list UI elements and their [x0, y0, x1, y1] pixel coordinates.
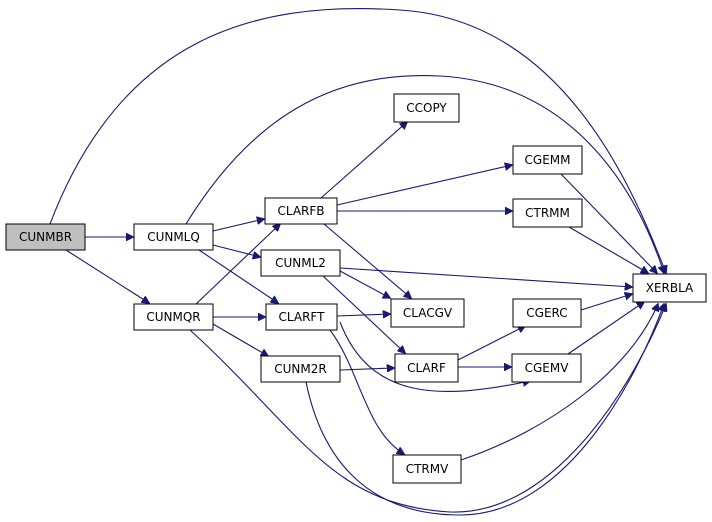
node-cunmbr[interactable]: CUNMBR: [5, 223, 86, 251]
edge-cunmqr-to-xerbla: [189, 304, 666, 513]
node-label: CGEMM: [525, 153, 571, 167]
edge-cgemm-to-xerbla: [560, 173, 657, 273]
edge-cunml2-to-clacgv: [339, 270, 390, 298]
node-label: CUNM2R: [274, 362, 326, 376]
node-clarf[interactable]: CLARF: [394, 353, 459, 383]
node-box: [265, 303, 338, 331]
edge-cunm2r-to-clarf: [339, 368, 394, 370]
node-label: CCOPY: [406, 101, 447, 115]
node-label: CLARF: [407, 361, 446, 375]
node-label: CUNMBR: [19, 230, 72, 244]
node-box: [133, 223, 214, 251]
node-label: CUNMLQ: [147, 230, 200, 244]
node-cgemv[interactable]: CGEMV: [511, 353, 582, 383]
edge-cunmlq-to-xerbla: [185, 74, 664, 273]
edge-cunmlq-to-clarfb: [212, 219, 264, 232]
node-box: [5, 223, 86, 251]
node-clacgv[interactable]: CLACGV: [390, 298, 465, 328]
edge-cunmlq-to-cunml2: [212, 244, 260, 257]
node-label: CUNMQR: [146, 310, 200, 324]
node-cunmlq[interactable]: CUNMLQ: [133, 223, 214, 251]
node-clarft[interactable]: CLARFT: [265, 303, 338, 331]
edge-clarfb-to-clacgv: [323, 223, 411, 298]
node-label: CLARFB: [277, 204, 324, 218]
edge-clarfb-to-cgemm: [336, 165, 512, 206]
node-label: XERBLA: [646, 281, 694, 295]
node-xerbla[interactable]: XERBLA: [632, 273, 707, 303]
node-cunml2[interactable]: CUNML2: [260, 249, 341, 277]
node-box: [260, 249, 341, 277]
node-box: [393, 93, 460, 123]
edge-cunm2r-to-xerbla: [305, 304, 664, 516]
node-box: [260, 355, 341, 383]
edge-cunmbr-to-xerbla: [49, 8, 666, 273]
edge-cunmqr-to-clarfb: [195, 224, 280, 305]
node-ctrmm[interactable]: CTRMM: [512, 198, 583, 228]
node-label: CGERC: [526, 306, 567, 320]
node-label: CLARFT: [279, 310, 326, 324]
edge-cunml2-to-xerbla: [339, 267, 632, 287]
node-box: [392, 454, 462, 484]
edge-cgerc-to-xerbla: [580, 294, 632, 311]
node-box: [512, 145, 583, 175]
node-label: CGEMV: [525, 361, 570, 375]
node-cunm2r[interactable]: CUNM2R: [260, 355, 341, 383]
node-cgemm[interactable]: CGEMM: [512, 145, 583, 175]
node-box: [512, 198, 583, 228]
node-ccopy[interactable]: CCOPY: [393, 93, 460, 123]
node-box: [133, 303, 214, 331]
node-label: CUNML2: [275, 256, 326, 270]
edge-clarf-to-cgerc: [457, 326, 525, 361]
node-box: [394, 353, 459, 383]
edge-cgemv-to-xerbla: [567, 302, 644, 355]
edge-layer: [49, 8, 666, 516]
node-box: [512, 298, 582, 328]
edge-cunmbr-to-cunmqr: [65, 249, 149, 303]
edge-ctrmv-to-xerbla: [460, 304, 658, 461]
node-cgerc[interactable]: CGERC: [512, 298, 582, 328]
edge-clarft-to-ctrmv: [329, 329, 404, 454]
node-label: CLACGV: [403, 306, 453, 320]
node-cunmqr[interactable]: CUNMQR: [133, 303, 214, 331]
node-ctrmv[interactable]: CTRMV: [392, 454, 462, 484]
edge-clarft-to-cgemv: [339, 321, 530, 392]
edge-cunmlq-to-clarft: [198, 249, 278, 303]
edge-clarfb-to-ccopy: [320, 122, 407, 199]
node-clarfb[interactable]: CLARFB: [264, 197, 338, 225]
node-label: CTRMM: [525, 206, 570, 220]
edge-clarft-to-clacgv: [336, 314, 390, 316]
node-box: [632, 273, 707, 303]
edge-cunmqr-to-cunm2r: [212, 323, 268, 356]
node-box: [511, 353, 582, 383]
node-box: [264, 197, 338, 225]
node-box: [390, 298, 465, 328]
node-label: CTRMV: [406, 462, 449, 476]
edge-ctrmm-to-xerbla: [568, 226, 648, 273]
